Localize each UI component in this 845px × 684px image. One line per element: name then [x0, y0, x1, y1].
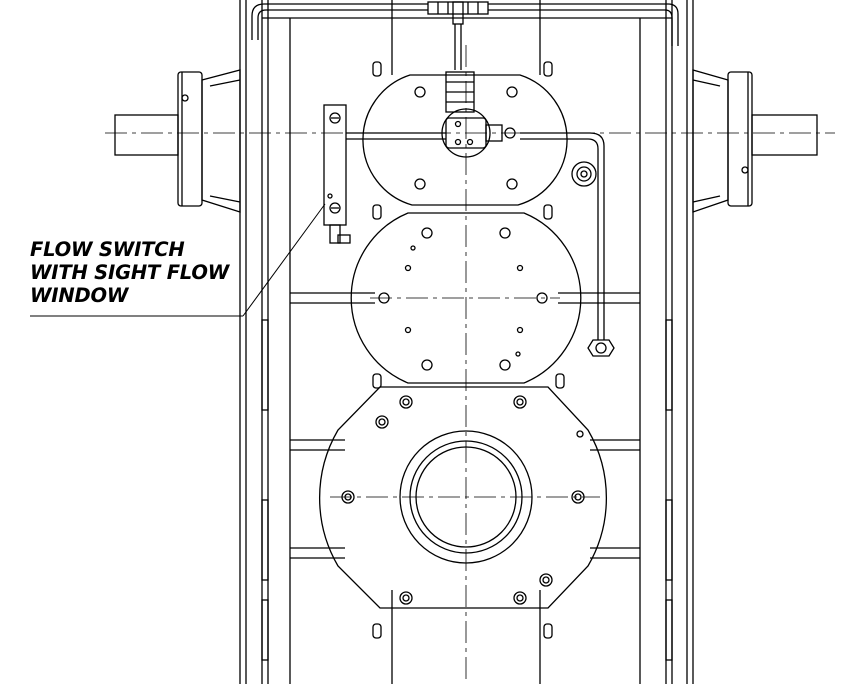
callout-line-3: WINDOW: [30, 284, 129, 307]
frame-bolts: [372, 61, 565, 639]
drain-plug: [571, 161, 597, 187]
flow-switch-callout-text: FLOW SWITCH WITH SIGHT FLOW WINDOW: [30, 238, 229, 307]
flow-switch: [323, 104, 446, 244]
lube-piping: [251, 1, 679, 357]
output-bearing-cover: [319, 386, 607, 609]
callout-line-1: FLOW SWITCH: [30, 238, 185, 261]
callout-leader: [30, 203, 326, 317]
left-input-shaft: [114, 69, 241, 213]
callout-line-2: WITH SIGHT FLOW: [30, 261, 230, 284]
intermediate-cover: [350, 212, 582, 384]
housing-frame: [239, 0, 694, 684]
right-input-shaft: [692, 69, 818, 213]
centerlines: [105, 45, 835, 684]
top-bearing-cover: [362, 71, 568, 206]
